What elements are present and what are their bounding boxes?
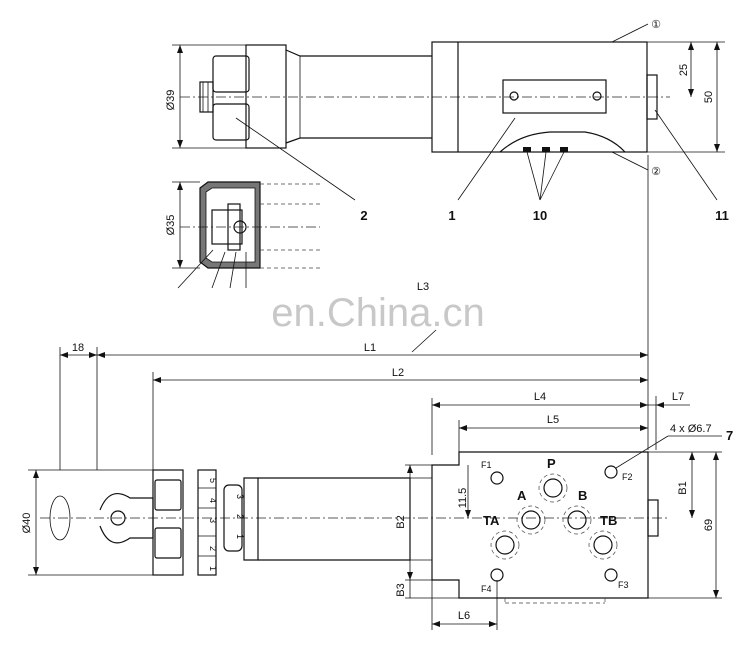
hole-f1-label: F1	[481, 460, 492, 470]
callout-10: 10	[533, 208, 547, 223]
o-ring-left	[523, 147, 531, 152]
top-adjust-nut	[199, 81, 214, 113]
ring-digit-1: 1	[235, 534, 245, 539]
dim-50: 50	[703, 91, 715, 103]
dim-l4: L4	[534, 391, 546, 403]
bottom-sleeve	[258, 477, 411, 561]
callout-1: 1	[448, 208, 455, 223]
port-p	[538, 473, 568, 503]
dim-l1: L1	[364, 342, 376, 354]
dim-18: 18	[72, 342, 84, 354]
dim-25: 25	[678, 64, 690, 76]
bottom-view: L3 18 L1 L2 L4 L7	[21, 155, 733, 630]
dim-l7: L7	[672, 391, 684, 403]
port-tb-label: TB	[600, 513, 617, 528]
dim-11-5: 11.5	[457, 488, 469, 509]
top-knob-knurl	[245, 44, 287, 149]
port-a-label: A	[517, 488, 527, 503]
scale-4: 4	[208, 498, 218, 503]
dim-d40: Ø40	[21, 513, 33, 534]
digit-ring	[223, 484, 243, 552]
scale-5: 5	[208, 478, 218, 483]
adjust-scale	[197, 469, 217, 576]
dim-b1: B1	[677, 481, 689, 494]
port-p-label: P	[547, 456, 556, 471]
hole-f4-label: F4	[481, 584, 492, 594]
knob-knurl	[152, 469, 184, 576]
top-knob-pocket-upper	[212, 55, 250, 93]
nameplate	[502, 79, 607, 114]
scale-1: 1	[208, 566, 218, 571]
hole-f1	[490, 471, 504, 485]
dim-69: 69	[703, 519, 715, 531]
dim-b3: B3	[395, 583, 407, 596]
hole-f3	[604, 568, 618, 582]
dim-l2: L2	[392, 367, 404, 379]
dim-d39: Ø39	[165, 90, 177, 111]
port-b-label: B	[578, 488, 587, 503]
scale-2: 2	[208, 546, 218, 551]
top-end-cap	[646, 74, 658, 120]
circled-callout-2: ②	[651, 166, 661, 178]
o-ring-right	[560, 147, 568, 152]
callout-11: 11	[715, 208, 729, 223]
top-knob-pocket-lower	[212, 103, 250, 141]
dim-l3: L3	[417, 281, 429, 293]
dim-holes: 4 x Ø6.7	[670, 423, 712, 435]
seal-zone	[499, 131, 626, 153]
hole-f3-label: F3	[618, 580, 629, 590]
callout-7: 7	[726, 428, 733, 443]
port-b	[562, 505, 592, 535]
callout-2: 2	[360, 208, 367, 223]
scale-3: 3	[208, 518, 218, 523]
dim-b2: B2	[395, 515, 407, 528]
dim-d35: Ø35	[165, 215, 177, 236]
ring-digit-3: 3	[235, 494, 245, 499]
o-ring-mid	[542, 147, 550, 152]
top-view: Ø39 25 50 2 1 10 11 ① ②	[165, 19, 729, 223]
dim-l6: L6	[458, 610, 470, 622]
port-ta	[490, 530, 520, 560]
top-sleeve	[285, 49, 432, 144]
circled-callout-1: ①	[651, 19, 661, 31]
hole-f2-label: F2	[622, 472, 633, 482]
port-tb	[588, 530, 618, 560]
port-ta-label: TA	[483, 513, 500, 528]
port-a	[516, 505, 546, 535]
dim-l5: L5	[547, 414, 559, 426]
ring-digit-2: 2	[235, 514, 245, 519]
hole-f4	[490, 568, 504, 582]
lock-knob-section: Ø35	[165, 181, 320, 289]
hole-f2	[604, 465, 618, 479]
watermark: en.China.cn	[271, 291, 484, 335]
